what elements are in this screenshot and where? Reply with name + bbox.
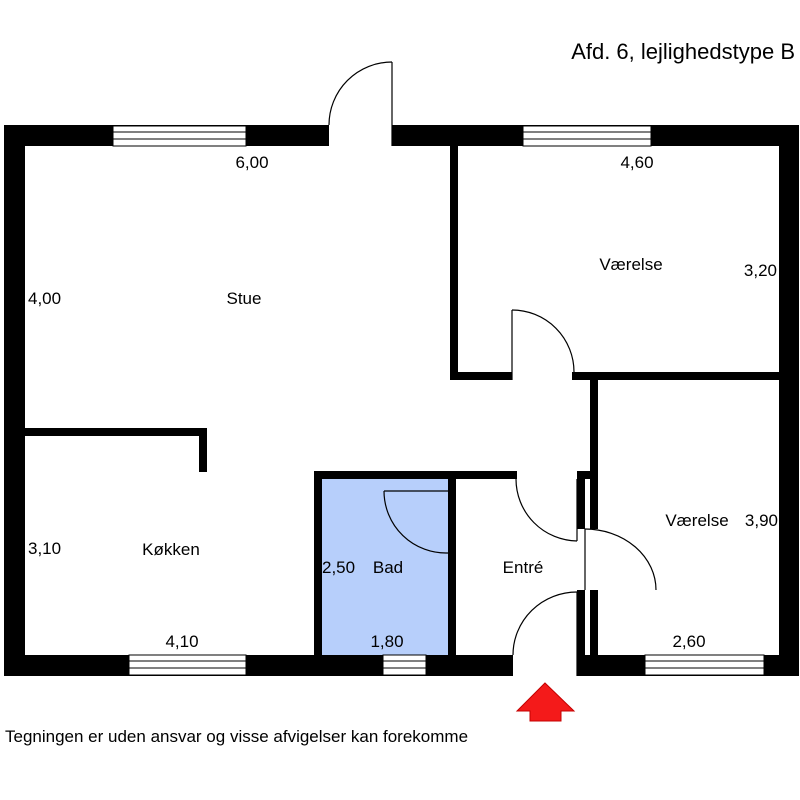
- wall-vaerelse2-lower: [590, 590, 598, 655]
- wall-kitchen-stub: [199, 428, 207, 472]
- door-entrance: [512, 591, 578, 676]
- dim-bad-depth: 2,50: [322, 558, 355, 577]
- window-stue: [112, 125, 247, 147]
- dim-vaerelse-1-depth: 3,20: [744, 261, 777, 280]
- door-bad: [383, 490, 449, 554]
- wall-vaerelse-bottom-right: [572, 372, 779, 380]
- room-label-bad: Bad: [373, 558, 403, 577]
- window-bad: [382, 654, 427, 676]
- wall-bath-top-right: [577, 471, 598, 479]
- disclaimer-text: Tegningen er uden ansvar og visse afvige…: [5, 727, 468, 746]
- wall-bath-top-left: [314, 471, 517, 479]
- door-balcony: [328, 61, 393, 146]
- dim-kokken-depth: 3,10: [28, 539, 61, 558]
- wall-kitchen-top: [25, 428, 207, 436]
- wall-stue-vaerelse: [450, 146, 458, 380]
- bathroom-floor: [322, 479, 448, 655]
- room-label-stue: Stue: [227, 289, 262, 308]
- room-label-vaerelse-1: Værelse: [599, 255, 662, 274]
- dim-bad-width: 1,80: [370, 632, 403, 651]
- dim-vaerelse-2-depth: 3,90: [745, 511, 778, 530]
- window-vaerelse-2: [644, 654, 765, 676]
- room-label-entre: Entré: [503, 558, 544, 577]
- door-entre-hall: [515, 478, 578, 542]
- wall-bath-left: [314, 471, 322, 655]
- wall-vaerelse2-upper: [590, 372, 598, 529]
- dim-vaerelse-2-width: 2,60: [672, 632, 705, 651]
- window-vaerelse-1: [522, 125, 652, 147]
- dim-kokken-width: 4,10: [165, 632, 198, 651]
- door-vaerelse-2: [584, 528, 657, 591]
- dim-vaerelse-1-width: 4,60: [620, 153, 653, 172]
- room-label-kokken: Køkken: [142, 540, 200, 559]
- wall-entre-right-upper: [577, 479, 585, 529]
- wall-vaerelse-bottom-left: [450, 372, 512, 380]
- door-vaerelse-1: [511, 309, 575, 380]
- dim-stue-depth: 4,00: [28, 289, 61, 308]
- dim-stue-width: 6,00: [235, 153, 268, 172]
- room-label-vaerelse-2: Værelse: [665, 511, 728, 530]
- wall-bath-right: [448, 479, 456, 655]
- plan-title: Afd. 6, lejlighedstype B: [571, 39, 795, 64]
- window-kokken: [128, 654, 247, 676]
- wall-entre-right-lower: [577, 590, 585, 655]
- wall-left: [4, 125, 25, 676]
- entrance-arrow-icon: [515, 682, 576, 722]
- wall-right: [779, 125, 799, 676]
